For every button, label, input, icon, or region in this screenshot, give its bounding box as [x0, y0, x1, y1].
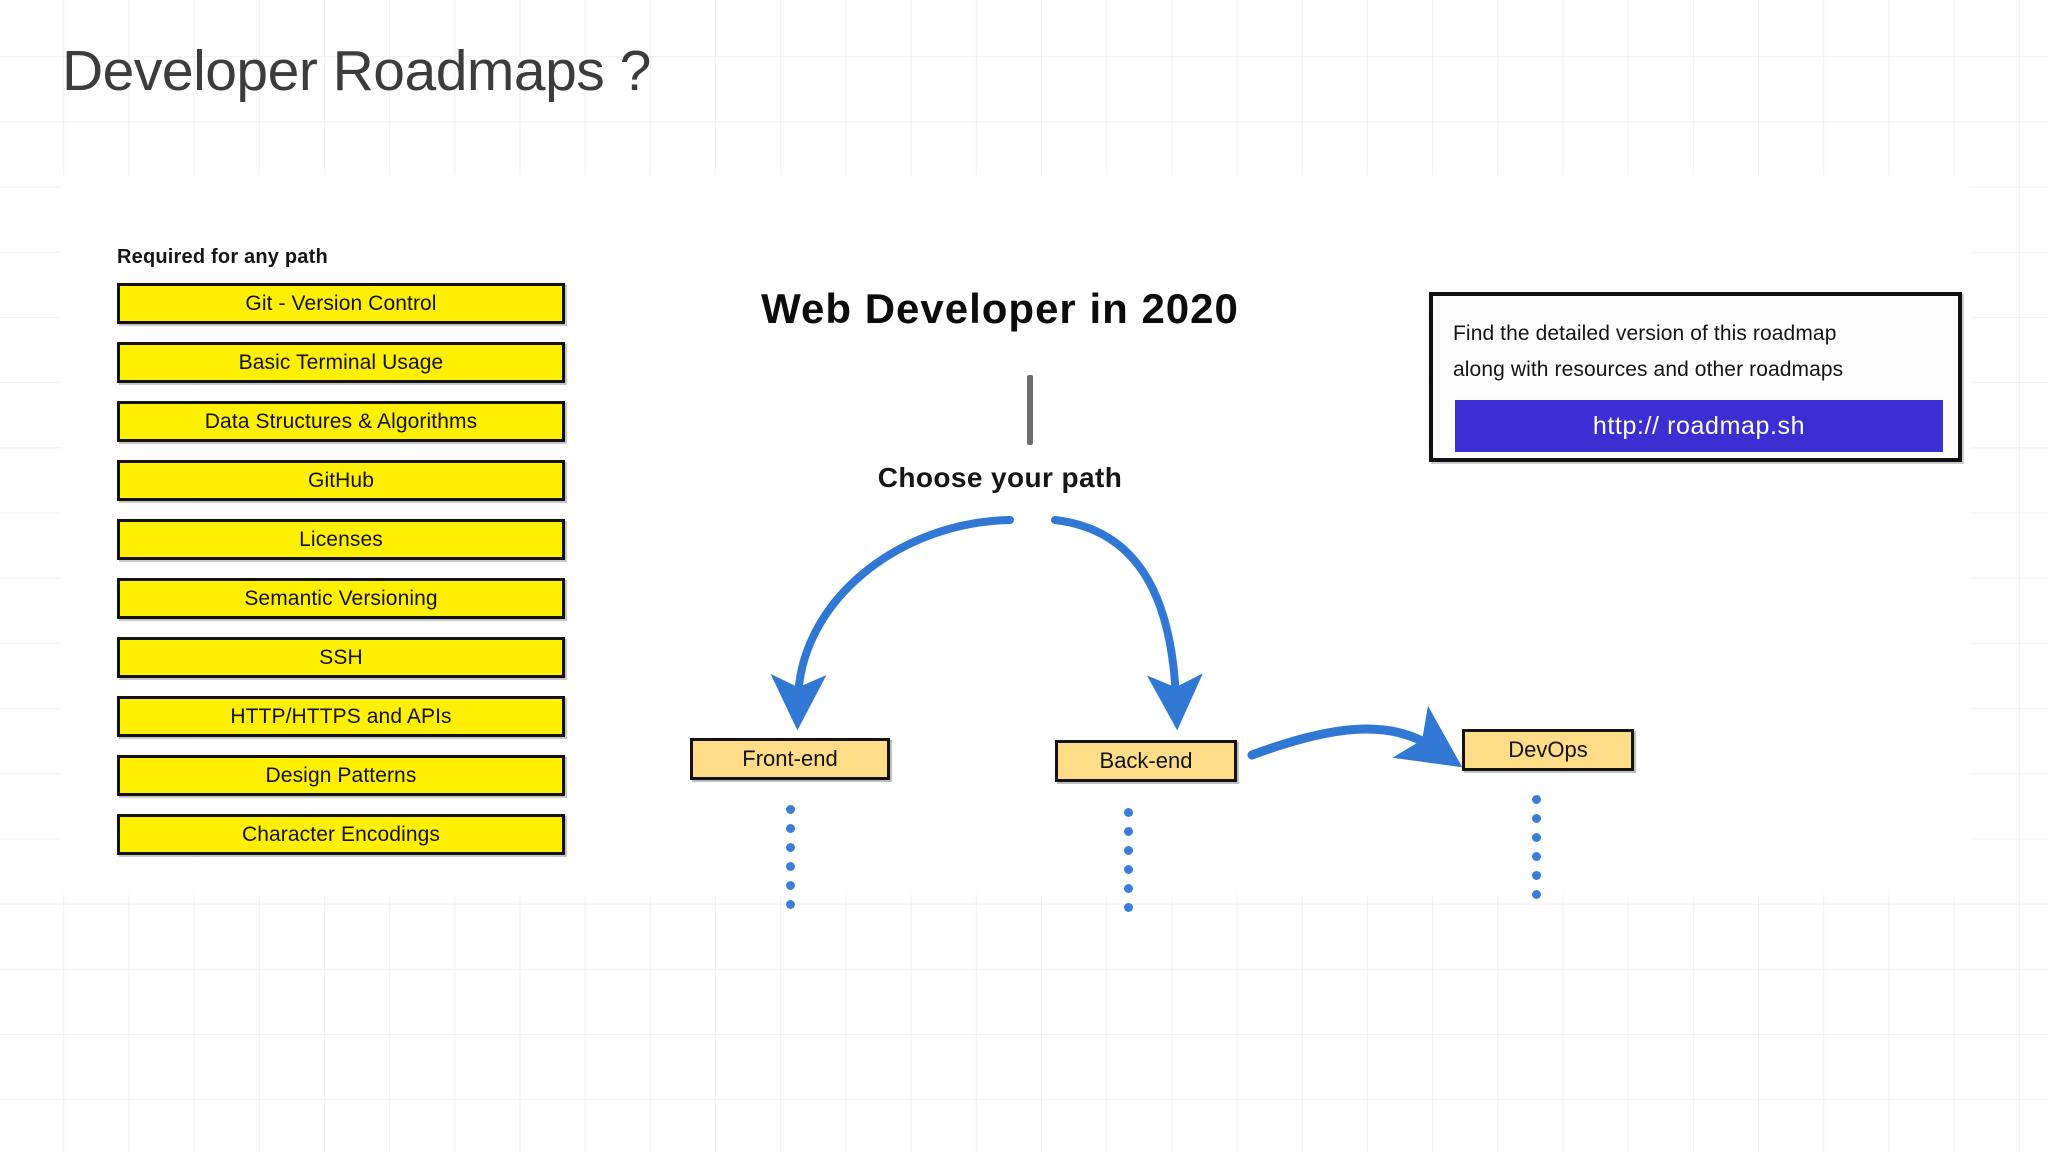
arrow-to-backend — [1051, 516, 1203, 731]
roadmap-info-box: Find the detailed version of this roadma… — [1429, 292, 1962, 462]
required-item-github[interactable]: GitHub — [117, 460, 565, 501]
stem-connector-line — [1027, 375, 1033, 445]
choose-your-path-label: Choose your path — [877, 462, 1123, 493]
required-item-semantic-versioning[interactable]: Semantic Versioning — [117, 578, 565, 619]
required-for-any-path-section: Required for any path Git - Version Cont… — [117, 246, 565, 873]
required-item-label: Data Structures & Algorithms — [204, 409, 478, 433]
dotted-trail-devops — [1532, 795, 1541, 909]
roadmap-title: Web Developer in 2020 — [761, 285, 1239, 332]
required-item-data-structures-algorithms[interactable]: Data Structures & Algorithms — [117, 401, 565, 442]
path-box-label: Back-end — [1099, 748, 1193, 773]
required-item-licenses[interactable]: Licenses — [117, 519, 565, 560]
required-item-label: Semantic Versioning — [244, 586, 438, 610]
roadmap-url-button[interactable]: http:// roadmap.sh — [1455, 400, 1943, 452]
required-item-label: SSH — [319, 645, 363, 669]
arrow-to-frontend — [770, 516, 1014, 731]
dotted-trail-front-end — [786, 805, 795, 919]
required-item-character-encodings[interactable]: Character Encodings — [117, 814, 565, 855]
required-item-http-https-and-apis[interactable]: HTTP/HTTPS and APIs — [117, 696, 565, 737]
roadmap-url-label: http:// roadmap.sh — [1592, 411, 1806, 440]
path-box-devops[interactable]: DevOps — [1462, 729, 1634, 771]
info-box-line-1: Find the detailed version of this roadma… — [1453, 322, 1837, 345]
required-item-label: Design Patterns — [265, 763, 417, 787]
required-item-label: Licenses — [299, 527, 383, 551]
path-box-label: DevOps — [1508, 737, 1588, 762]
page-title: Developer Roadmaps ? — [62, 39, 651, 103]
required-section-label: Required for any path — [117, 246, 328, 268]
required-item-git-version-control[interactable]: Git - Version Control — [117, 283, 565, 324]
required-item-label: HTTP/HTTPS and APIs — [230, 704, 452, 728]
dotted-trail-back-end — [1124, 808, 1133, 922]
required-item-basic-terminal-usage[interactable]: Basic Terminal Usage — [117, 342, 565, 383]
path-box-label: Front-end — [742, 746, 838, 771]
required-item-label: GitHub — [308, 468, 374, 492]
path-box-back-end[interactable]: Back-end — [1055, 740, 1237, 782]
required-item-ssh[interactable]: SSH — [117, 637, 565, 678]
required-item-label: Basic Terminal Usage — [238, 350, 444, 374]
path-box-front-end[interactable]: Front-end — [690, 738, 890, 780]
arrow-backend-to-devops — [1247, 705, 1463, 768]
required-item-design-patterns[interactable]: Design Patterns — [117, 755, 565, 796]
required-item-label: Character Encodings — [241, 822, 440, 846]
info-box-line-2: along with resources and other roadmaps — [1453, 358, 1844, 381]
required-item-label: Git - Version Control — [245, 291, 437, 315]
